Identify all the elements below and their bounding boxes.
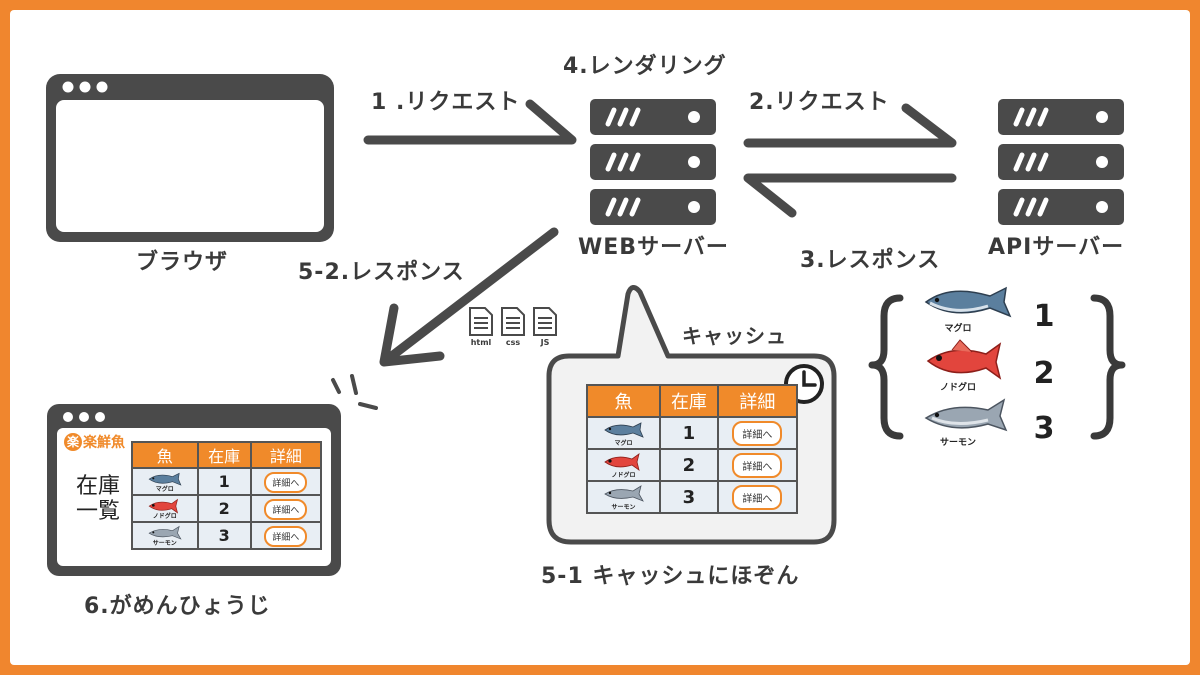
api-server-icon bbox=[998, 99, 1124, 225]
browser-window-icon bbox=[46, 74, 334, 242]
stock-value: 3 bbox=[659, 480, 719, 514]
fish-cell: マグロ bbox=[131, 467, 199, 496]
file-label-html: html bbox=[471, 338, 492, 347]
response-5-2-label: 5-2.レスポンス bbox=[298, 260, 465, 285]
cache-stock-table: 魚 在庫 詳細 マグロ 1 詳細へ ノドグロ 2 詳細へ サーモン 3 詳細へ bbox=[585, 384, 799, 514]
response-3-label: 3.レスポンス bbox=[800, 248, 941, 273]
screen-stock-table: 魚 在庫 詳細 マグロ 1 詳細へ ノドグロ 2 詳細へ サーモン 3 詳細へ bbox=[131, 441, 323, 550]
arrow-response-5-2 bbox=[379, 227, 559, 367]
detail-cell: 詳細へ bbox=[249, 467, 323, 496]
fish-nodoguro-icon bbox=[603, 453, 640, 471]
css-file-icon bbox=[501, 307, 525, 336]
file-label-css: css bbox=[506, 338, 521, 347]
table-row: サーモン 3 詳細へ bbox=[585, 480, 799, 514]
shop-logo: 楽 楽鮮魚 bbox=[64, 432, 125, 452]
fish-cell: ノドグロ bbox=[131, 494, 199, 523]
header-stock: 在庫 bbox=[659, 384, 719, 418]
stock-value: 2 bbox=[659, 448, 719, 482]
stock-value: 2 bbox=[196, 494, 252, 523]
header-detail: 詳細 bbox=[716, 384, 799, 418]
detail-button[interactable]: 詳細へ bbox=[732, 452, 783, 478]
file-icons: html css JS bbox=[469, 307, 557, 347]
api-value-2: 2 bbox=[1034, 356, 1055, 391]
file-label-js: JS bbox=[540, 338, 550, 347]
request-2-label: 2.リクエスト bbox=[749, 90, 890, 115]
table-row: ノドグロ 2 詳細へ bbox=[585, 448, 799, 482]
detail-cell: 詳細へ bbox=[716, 480, 799, 514]
fish-tuna-icon bbox=[924, 286, 1012, 318]
api-value-3: 3 bbox=[1034, 411, 1055, 446]
arrow-request-1 bbox=[363, 99, 577, 145]
shop-logo-mark: 楽 bbox=[64, 433, 82, 451]
fish-nodoguro-icon bbox=[148, 498, 178, 514]
fish-name: ノドグロ bbox=[611, 472, 636, 479]
fish-tuna-icon bbox=[603, 422, 644, 438]
stock-list-title: 在庫一覧 bbox=[75, 474, 120, 525]
fish-salmon-icon bbox=[924, 398, 1008, 432]
brace-right bbox=[1090, 294, 1126, 440]
stock-value: 1 bbox=[196, 467, 252, 496]
api-fish-name-1: マグロ bbox=[944, 322, 971, 334]
arrow-request-2 bbox=[743, 103, 957, 148]
api-fish-name-3: サーモン bbox=[940, 437, 976, 448]
cache-save-label: 5-1 キャッシュにほぞん bbox=[541, 564, 800, 589]
fish-salmon-icon bbox=[603, 485, 644, 502]
display-label: 6.がめんひょうじ bbox=[84, 594, 271, 619]
api-fish-name-2: ノドグロ bbox=[940, 381, 976, 393]
fish-name: マグロ bbox=[614, 440, 633, 447]
stock-value: 1 bbox=[659, 416, 719, 450]
header-stock: 在庫 bbox=[196, 441, 252, 469]
web-server-icon bbox=[590, 99, 716, 225]
fish-cell: ノドグロ bbox=[585, 448, 662, 482]
stock-value: 3 bbox=[196, 521, 252, 550]
fish-tuna-icon bbox=[148, 472, 182, 486]
html-file-icon bbox=[469, 307, 493, 336]
web-server-label: WEBサーバー bbox=[578, 235, 729, 260]
arrow-response-3 bbox=[743, 173, 957, 218]
fish-salmon-icon bbox=[148, 525, 182, 540]
brace-left bbox=[868, 294, 904, 440]
request-1-label: 1 .リクエスト bbox=[371, 90, 521, 115]
detail-cell: 詳細へ bbox=[716, 416, 799, 450]
fish-name: マグロ bbox=[155, 486, 174, 493]
table-row: ノドグロ 2 詳細へ bbox=[131, 494, 323, 523]
table-header-row: 魚 在庫 詳細 bbox=[585, 384, 799, 418]
rendering-label: 4.レンダリング bbox=[563, 54, 727, 79]
table-row: マグロ 1 詳細へ bbox=[131, 467, 323, 496]
fish-name: サーモン bbox=[152, 540, 177, 547]
fish-nodoguro-icon bbox=[926, 339, 1002, 380]
detail-button[interactable]: 詳細へ bbox=[732, 420, 783, 446]
fish-name: ノドグロ bbox=[152, 513, 177, 520]
detail-cell: 詳細へ bbox=[716, 448, 799, 482]
api-server-label: APIサーバー bbox=[988, 235, 1125, 260]
js-file-icon bbox=[533, 307, 557, 336]
table-row: マグロ 1 詳細へ bbox=[585, 416, 799, 450]
cache-label: キャッシュ bbox=[682, 324, 787, 348]
fish-cell: サーモン bbox=[585, 480, 662, 514]
detail-cell: 詳細へ bbox=[249, 494, 323, 523]
detail-button[interactable]: 詳細へ bbox=[264, 498, 308, 520]
api-value-1: 1 bbox=[1034, 299, 1055, 334]
fish-cell: サーモン bbox=[131, 521, 199, 550]
emphasis-marks bbox=[331, 374, 378, 410]
header-fish: 魚 bbox=[585, 384, 662, 418]
header-detail: 詳細 bbox=[249, 441, 323, 469]
detail-button[interactable]: 詳細へ bbox=[264, 525, 308, 547]
detail-button[interactable]: 詳細へ bbox=[732, 484, 783, 510]
browser-label: ブラウザ bbox=[136, 250, 229, 275]
detail-cell: 詳細へ bbox=[249, 521, 323, 550]
detail-button[interactable]: 詳細へ bbox=[264, 471, 308, 493]
table-header-row: 魚 在庫 詳細 bbox=[131, 441, 323, 469]
header-fish: 魚 bbox=[131, 441, 199, 469]
shop-name: 楽鮮魚 bbox=[83, 435, 125, 451]
table-row: サーモン 3 詳細へ bbox=[131, 521, 323, 550]
fish-name: サーモン bbox=[611, 504, 636, 511]
fish-cell: マグロ bbox=[585, 416, 662, 450]
